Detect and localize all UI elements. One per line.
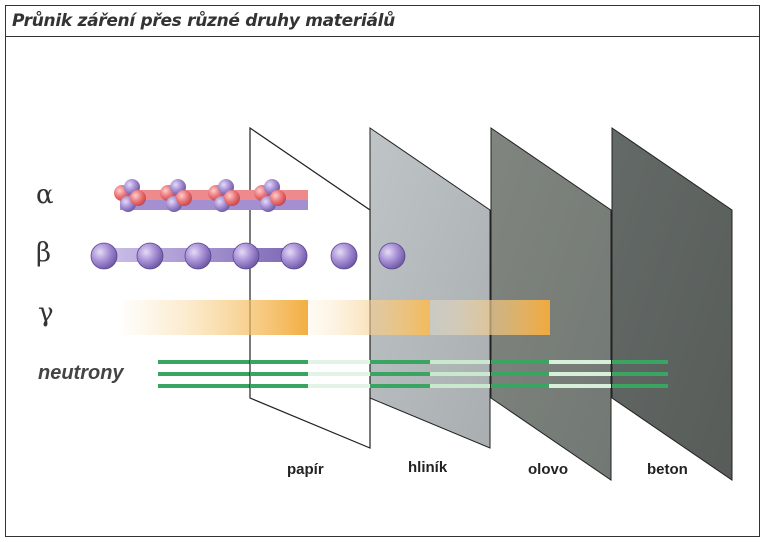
concrete-plate	[612, 128, 732, 480]
material-label-lead: olovo	[528, 461, 568, 478]
gamma-beam	[118, 300, 550, 335]
material-label-aluminium: hliník	[408, 459, 447, 476]
neutron-beam-left	[158, 360, 250, 388]
alpha-label: α	[36, 180, 54, 210]
beta-label: β	[36, 238, 51, 268]
gamma-label: γ	[38, 298, 54, 328]
aluminium-plate	[370, 128, 490, 448]
material-label-paper: papír	[287, 461, 324, 478]
paper-plate	[250, 128, 370, 448]
alpha-beam	[114, 179, 308, 212]
neutrons-label: neutrony	[38, 362, 124, 385]
material-label-concrete: beton	[647, 461, 688, 478]
